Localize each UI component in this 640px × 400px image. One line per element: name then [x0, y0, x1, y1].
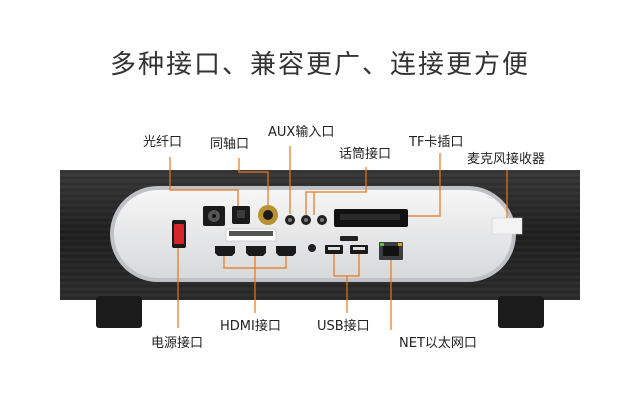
- label-coaxial: 同轴口: [210, 137, 250, 152]
- label-mic-input: 话筒接口: [339, 147, 392, 162]
- connector-plate: [110, 186, 516, 282]
- tf-card-slot-icon: [334, 209, 408, 227]
- dc-jack-icon: [203, 206, 225, 226]
- warranty-sticker: [491, 217, 523, 235]
- label-power: 电源接口: [151, 336, 204, 351]
- reset-hole-icon: [308, 244, 316, 252]
- usb-port-icon: [325, 245, 368, 254]
- aux-jack-icon: [285, 215, 295, 225]
- label-net: NET以太网口: [399, 336, 477, 351]
- serial-sticker: [225, 228, 277, 242]
- leader-mic-a: [305, 167, 367, 215]
- left-foot: [96, 296, 142, 328]
- label-mic-receiver: 麦克风接收器: [467, 152, 546, 167]
- leader-lines: [169, 146, 508, 330]
- coaxial-port-icon: [258, 205, 278, 225]
- leader-optical: [169, 157, 239, 206]
- label-tf-slot: TF卡插口: [409, 135, 464, 150]
- leader-coaxial: [238, 158, 269, 205]
- hdmi-port-icon: [215, 246, 296, 256]
- ethernet-port-icon: [379, 242, 403, 260]
- headline: 多种接口、兼容更广、连接更方便: [109, 50, 530, 80]
- label-optical: 光纤口: [143, 135, 183, 150]
- label-aux: AUX输入口: [268, 125, 335, 140]
- micro-port-icon: [340, 236, 358, 241]
- right-foot: [498, 296, 544, 328]
- optical-port-icon: [232, 206, 250, 224]
- mic-jack-icon: [301, 215, 327, 225]
- label-usb: USB接口: [317, 319, 370, 334]
- leader-tf: [408, 153, 441, 217]
- power-switch-icon: [172, 220, 186, 248]
- label-hdmi: HDMI接口: [220, 319, 281, 334]
